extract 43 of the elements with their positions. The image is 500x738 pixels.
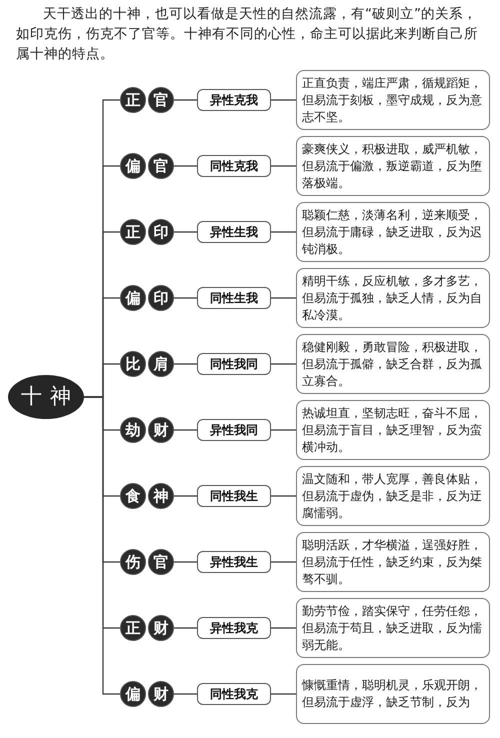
relation-tag: 同性克我 — [197, 155, 271, 177]
description-box: 稳健刚毅，勇敢冒险，积极进取，但易流于孤僻，缺乏合群，反为孤立寡合。 — [296, 334, 490, 394]
connector-line — [271, 495, 296, 497]
connector-line — [174, 627, 197, 629]
relation-tag: 异性克我 — [197, 89, 271, 111]
connector-line — [174, 99, 197, 101]
relation-tag: 异性我克 — [197, 617, 271, 639]
connector-line — [174, 495, 197, 497]
connector-line — [174, 363, 197, 365]
connector-line — [271, 561, 296, 563]
connector-line — [174, 165, 197, 167]
description-box: 慷慨重情，聪明机灵，乐观开朗，但易流于虚浮，缺乏节制，反为 — [296, 664, 490, 724]
connector-line — [174, 561, 197, 563]
relation-tag: 异性我同 — [197, 419, 271, 441]
relation-tag: 异性生我 — [197, 221, 271, 243]
description-box: 豪爽侠义，积极进取，威严机敏，但易流于偏激，叛逆霸道，反为堕落极端。 — [296, 136, 490, 196]
connector-line — [271, 297, 296, 299]
connector-line — [271, 429, 296, 431]
connector-line — [271, 627, 296, 629]
relation-tag: 同性生我 — [197, 287, 271, 309]
description-box: 精明干练，反应机敏，多才多艺，但易流于孤独，缺乏人情，反为自私冷漠。 — [296, 268, 490, 328]
intro-paragraph: 天干透出的十神，也可以看做是天性的自然流露，有“破则立”的关系，如印克伤，伤克不了官等。十神有不同的心性，命主可以据此来判断自己所属十神的特点。 — [16, 5, 479, 64]
connector-line — [174, 429, 197, 431]
description-box: 勤劳节俭，踏实保守，任劳任怨，但易流于苟且，缺乏进取，反为懦弱无能。 — [296, 598, 490, 658]
description-box: 热诚坦直，坚韧志旺，奋斗不屈，但易流于盲目，缺乏理智，反为蛮横冲动。 — [296, 400, 490, 460]
connector-line — [174, 297, 197, 299]
description-box: 温文随和，带人宽厚，善良体贴，但易流于虚伪，缺乏是非，反为迂腐懦弱。 — [296, 466, 490, 526]
connector-line — [174, 231, 197, 233]
description-box: 聪颖仁慈，淡薄名利，逆来顺受，但易流于庸碌，缺乏进取，反为迟钝消极。 — [296, 202, 490, 262]
connector-line — [174, 693, 197, 695]
description-box: 聪明活跃，才华横溢，逞强好胜，但易流于任性，缺乏约束，反为桀骜不驯。 — [296, 532, 490, 592]
relation-tag: 同性我克 — [197, 683, 271, 705]
connector-line — [271, 165, 296, 167]
connector-line — [271, 363, 296, 365]
relation-tag: 异性我生 — [197, 551, 271, 573]
root-ellipse: 十神 — [8, 375, 84, 419]
description-box: 正直负责，端庄严肃，循规蹈矩，但易流于刻板，墨守成规，反为意志不坚。 — [296, 70, 490, 130]
connector-line — [271, 99, 296, 101]
connector-line — [271, 231, 296, 233]
connector-line — [84, 396, 120, 695]
connector-line — [271, 693, 296, 695]
relation-tag: 同性我生 — [197, 485, 271, 507]
relation-tag: 同性我同 — [197, 353, 271, 375]
